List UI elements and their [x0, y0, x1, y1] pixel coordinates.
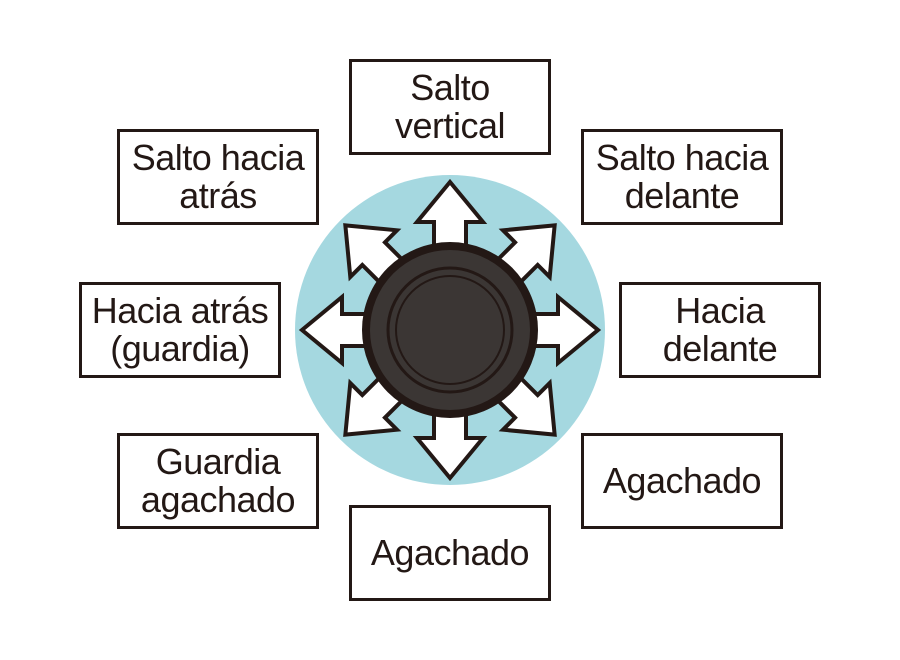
label-left-back-guard: Hacia atrás (guardia)	[79, 282, 281, 378]
label-down-right-crouch: Agachado	[581, 433, 783, 529]
label-up-right-forward-jump: Salto hacia delante	[581, 129, 783, 225]
label-down-crouch: Agachado	[349, 505, 551, 601]
joystick-knob-icon	[362, 242, 538, 418]
label-up-vertical-jump: Salto vertical	[349, 59, 551, 155]
label-right-forward: Hacia delante	[619, 282, 821, 378]
label-down-left-crouch-guard: Guardia agachado	[117, 433, 319, 529]
label-up-left-back-jump: Salto hacia atrás	[117, 129, 319, 225]
